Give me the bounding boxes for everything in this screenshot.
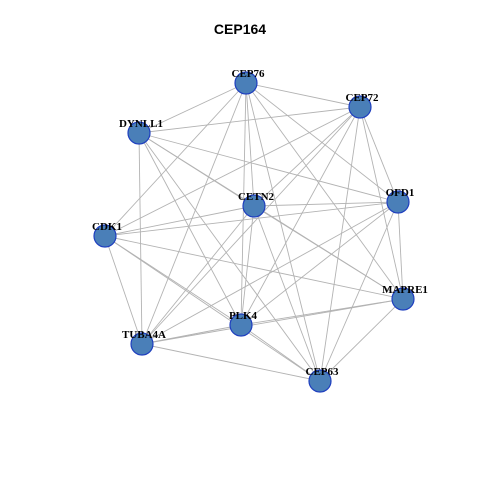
edge-cep76-cdk1 [104, 82, 247, 237]
node-circle [130, 332, 154, 356]
edge-cdk1-tuba4a [104, 235, 143, 345]
node-tuba4a: TUBA4A [122, 329, 166, 356]
node-ofd1: OFD1 [386, 187, 415, 214]
edge-cetn2-cdk1 [104, 205, 255, 237]
edge-cetn2-plk4 [240, 205, 255, 326]
edge-ofd1-mapre1 [397, 201, 404, 300]
edge-plk4-cep63 [240, 324, 321, 382]
edge-cep72-cetn2 [253, 106, 361, 207]
node-label: MAPRE1 [382, 284, 428, 296]
graph-title: CEP164 [213, 21, 267, 37]
node-plk4: PLK4 [229, 310, 258, 337]
edge-ofd1-plk4 [240, 201, 399, 326]
edge-cdk1-mapre1 [104, 235, 404, 300]
edge-ofd1-cep63 [319, 201, 399, 382]
node-circle [391, 287, 415, 311]
edge-dynll1-tuba4a [138, 132, 143, 345]
edge-cep72-ofd1 [359, 106, 399, 203]
edge-cep76-tuba4a [141, 82, 247, 345]
edge-plk4-tuba4a [141, 324, 242, 345]
edge-cep72-cdk1 [104, 106, 361, 237]
edge-ofd1-tuba4a [141, 201, 399, 345]
edge-dynll1-cep63 [138, 132, 321, 382]
node-cdk1: CDK1 [92, 221, 122, 248]
edge-cep76-cetn2 [245, 82, 255, 207]
edge-cetn2-tuba4a [141, 205, 255, 345]
edge-cep76-cep72 [245, 82, 361, 108]
edge-cetn2-ofd1 [253, 201, 399, 207]
edge-cep72-tuba4a [141, 106, 361, 345]
node-label: TUBA4A [122, 329, 166, 341]
edge-cetn2-cep63 [253, 205, 321, 382]
node-mapre1: MAPRE1 [382, 284, 428, 311]
edge-cep76-dynll1 [138, 82, 247, 134]
node-dynll1: DYNLL1 [119, 118, 163, 145]
edge-ofd1-cdk1 [104, 201, 399, 237]
node-circle [308, 369, 332, 393]
edge-dynll1-plk4 [138, 132, 242, 326]
edge-cetn2-mapre1 [253, 205, 404, 300]
node-label: CEP72 [346, 92, 380, 104]
edge-layer [104, 82, 404, 382]
edge-cdk1-cep63 [104, 235, 321, 382]
node-cep76: CEP76 [232, 68, 266, 95]
edge-cep72-cep63 [319, 106, 361, 382]
node-cep63: CEP63 [306, 366, 340, 393]
node-label: CEP76 [232, 68, 266, 80]
node-label: OFD1 [386, 187, 415, 199]
edge-cep76-cep63 [245, 82, 321, 382]
node-cetn2: CETN2 [238, 191, 275, 218]
edge-mapre1-cep63 [319, 298, 404, 382]
node-circle [93, 224, 117, 248]
node-circle [242, 194, 266, 218]
node-circle [234, 71, 258, 95]
node-circle [386, 190, 410, 214]
edge-cep72-mapre1 [359, 106, 404, 300]
edge-tuba4a-cep63 [141, 343, 321, 382]
node-circle [127, 121, 151, 145]
edge-cep72-plk4 [240, 106, 361, 326]
node-label: PLK4 [229, 310, 258, 322]
node-label: CETN2 [238, 191, 275, 203]
edge-cep76-mapre1 [245, 82, 404, 300]
node-circle [348, 95, 372, 119]
node-circle [229, 313, 253, 337]
node-label: CDK1 [92, 221, 122, 233]
edge-cep72-dynll1 [138, 106, 361, 134]
node-cep72: CEP72 [346, 92, 380, 119]
node-label: DYNLL1 [119, 118, 163, 130]
edge-mapre1-tuba4a [141, 298, 404, 345]
node-label: CEP63 [306, 366, 340, 378]
edge-dynll1-ofd1 [138, 132, 399, 203]
